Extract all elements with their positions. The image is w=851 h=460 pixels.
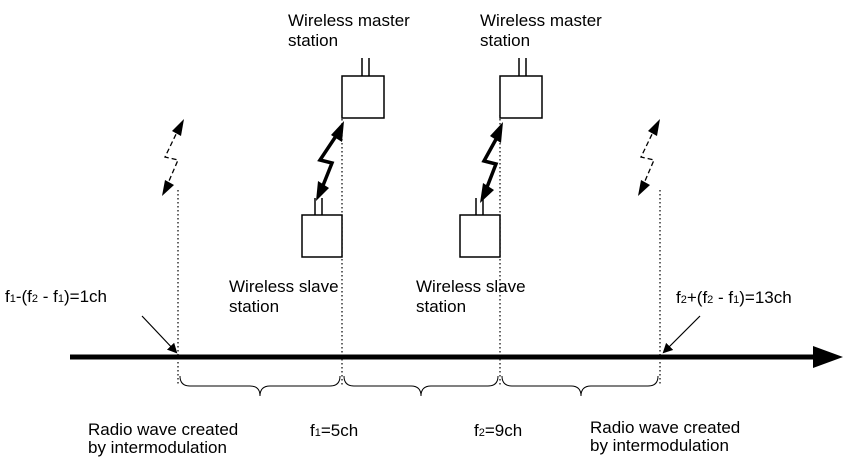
slave-station-left-box [301, 198, 343, 258]
intermod-right-label: Radio wave created by intermodulation [590, 418, 741, 455]
pointer-arrow-13ch [662, 315, 701, 354]
brace-2 [343, 375, 499, 397]
intermod-arrow-left [162, 119, 184, 196]
brace-1 [179, 375, 341, 397]
master-station-left-box [341, 58, 385, 119]
freq-low-label: f1-(f2 - f1)=1ch [5, 287, 107, 306]
frequency-axis [70, 346, 843, 368]
f1-label: f1=5ch [310, 421, 359, 440]
intermod-arrow-right [638, 119, 660, 196]
slave-station-right-label: Wireless slave station [416, 277, 526, 316]
radio-link-right-arrow [480, 122, 503, 203]
master-station-left-label: Wireless master station [288, 11, 410, 50]
pointer-arrow-1ch [141, 315, 178, 354]
radio-link-left-arrow [316, 121, 344, 201]
master-station-right-box [499, 58, 543, 119]
f2-label: f2=9ch [474, 421, 523, 440]
slave-station-left-label: Wireless slave station [229, 277, 339, 316]
slave-station-right-box [459, 198, 501, 258]
freq-high-label: f2+(f2 - f1)=13ch [676, 288, 792, 307]
brace-3 [501, 375, 659, 397]
master-station-right-label: Wireless master station [480, 11, 602, 50]
intermod-left-label: Radio wave created by intermodulation [88, 420, 239, 457]
